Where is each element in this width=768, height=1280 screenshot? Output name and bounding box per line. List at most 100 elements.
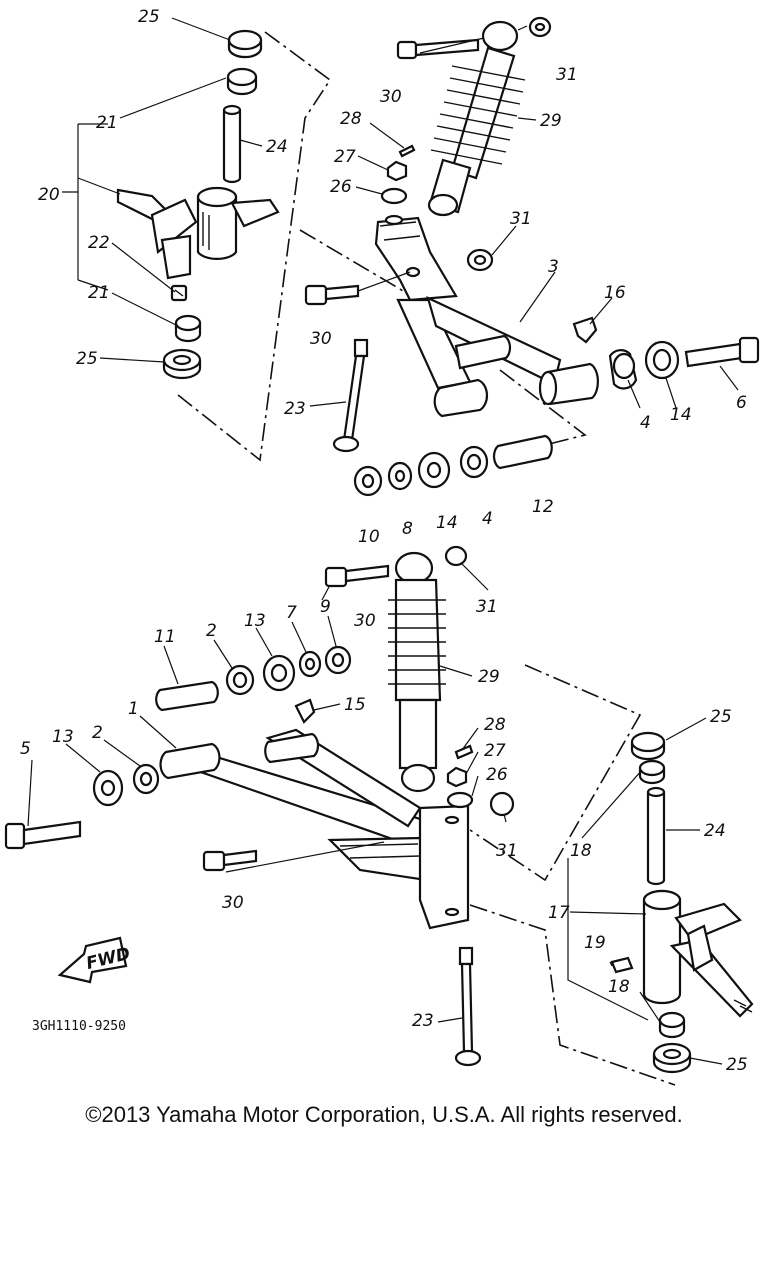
- callout-16: 16: [604, 283, 626, 303]
- callout-15: 15: [344, 695, 366, 715]
- callout-18: 18: [608, 977, 630, 997]
- callout-9: 9: [320, 597, 331, 617]
- callout-18: 18: [570, 841, 592, 861]
- callout-28: 28: [340, 109, 362, 129]
- callout-13: 13: [244, 611, 266, 631]
- collar-4-right: [608, 349, 638, 390]
- collar-2-top: [225, 664, 255, 696]
- collar-2-low: [132, 763, 160, 795]
- callout-14: 14: [436, 513, 458, 533]
- leader-lines: [27, 17, 739, 1065]
- washer-26-top: [380, 187, 408, 205]
- callout-25: 25: [726, 1055, 748, 1075]
- bushing-21-mid: [174, 314, 202, 343]
- callout-17: 17: [548, 903, 570, 923]
- nut-31-top: [528, 16, 552, 38]
- figure-code: 3GH1110-9250: [32, 1019, 126, 1034]
- callout-21: 21: [88, 283, 110, 303]
- callout-22: 22: [88, 233, 110, 253]
- grease-nipple-22: [170, 284, 188, 302]
- callout-31: 31: [496, 841, 518, 861]
- callout-24: 24: [704, 821, 726, 841]
- callout-19: 19: [584, 933, 606, 953]
- pin-24-right: [646, 786, 666, 886]
- shock-absorber-29-top: [427, 20, 526, 217]
- callout-30: 30: [222, 893, 244, 913]
- nut-27-low: [446, 766, 468, 788]
- pin-24-top: [222, 104, 242, 184]
- steering-knuckle-17: [642, 889, 754, 1018]
- nut-31-low: [444, 545, 468, 567]
- callout-31: 31: [510, 209, 532, 229]
- washer-26-low: [446, 791, 474, 809]
- grease-nipple-28-top: [398, 144, 416, 158]
- callout-3: 3: [548, 257, 559, 277]
- bolt-30-mid: [304, 284, 360, 306]
- upper-arm-3: [374, 214, 599, 418]
- callout-1: 1: [128, 699, 139, 719]
- callout-4: 4: [640, 413, 651, 433]
- bushing-21-top: [226, 67, 258, 96]
- callout-20: 20: [38, 185, 60, 205]
- bushing-11: [155, 680, 219, 712]
- callout-12: 12: [532, 497, 554, 517]
- bushing-25-top: [227, 29, 263, 59]
- collar-4-mid: [459, 445, 489, 479]
- dust-seal-13-top: [262, 654, 296, 692]
- callout-25: 25: [710, 707, 732, 727]
- assembly-guide-right-knuckle: [469, 664, 642, 882]
- callout-26: 26: [330, 177, 352, 197]
- dust-seal-14-mid: [417, 451, 451, 489]
- callout-2: 2: [206, 621, 217, 641]
- callouts: 25 21 24 20 22 21 25 30 31 28 29 27 26 3…: [20, 7, 748, 1075]
- bushing-25-right: [630, 731, 666, 761]
- fwd-arrow: FWD: [57, 936, 132, 984]
- nut-27-top: [386, 160, 408, 182]
- callout-2: 2: [92, 723, 103, 743]
- bolt-6: [684, 336, 760, 368]
- callout-29: 29: [540, 111, 562, 131]
- assembly-guide-left-knuckle: [177, 31, 332, 462]
- callout-25: 25: [76, 349, 98, 369]
- callout-21: 21: [96, 113, 118, 133]
- washer-7: [298, 650, 322, 678]
- bolt-30-top: [396, 38, 480, 60]
- bolt-30-bot: [202, 849, 258, 872]
- grease-nipple-28-low: [454, 744, 474, 760]
- callout-28: 28: [484, 715, 506, 735]
- callout-13: 13: [52, 727, 74, 747]
- dust-seal-13-low: [92, 769, 124, 807]
- copyright-notice: ©2013 Yamaha Motor Corporation, U.S.A. A…: [85, 1102, 683, 1127]
- bolt-5: [4, 820, 82, 850]
- callout-31: 31: [556, 65, 578, 85]
- washer-8: [387, 461, 413, 491]
- shock-absorber-29-low: [388, 551, 446, 793]
- bushing-12: [492, 434, 553, 470]
- grease-nipple-19: [610, 956, 634, 974]
- nut-31-mid: [466, 248, 494, 272]
- bushing-18-low: [658, 1011, 686, 1039]
- callout-29: 29: [478, 667, 500, 687]
- callout-11: 11: [154, 627, 176, 647]
- assembly-guide-lower-knuckle: [469, 904, 676, 1086]
- callout-23: 23: [284, 399, 306, 419]
- callout-10: 10: [358, 527, 380, 547]
- dust-seal-14-right: [644, 340, 680, 380]
- callout-14: 14: [670, 405, 692, 425]
- callout-30: 30: [354, 611, 376, 631]
- callout-6: 6: [736, 393, 747, 413]
- callout-5: 5: [20, 739, 31, 759]
- callout-23: 23: [412, 1011, 434, 1031]
- callout-4: 4: [482, 509, 493, 529]
- assembly-guide-upper-shock: [299, 229, 411, 296]
- nut-10: [353, 465, 383, 497]
- callout-27: 27: [334, 147, 356, 167]
- callout-24: 24: [266, 137, 288, 157]
- bolt-23-low: [454, 946, 482, 1067]
- grease-nipple-15: [294, 698, 316, 724]
- bushing-18-top: [638, 759, 666, 785]
- bolt-23-top: [332, 338, 369, 453]
- steering-knuckle-20: [116, 186, 280, 280]
- callout-30: 30: [380, 87, 402, 107]
- callout-8: 8: [402, 519, 413, 539]
